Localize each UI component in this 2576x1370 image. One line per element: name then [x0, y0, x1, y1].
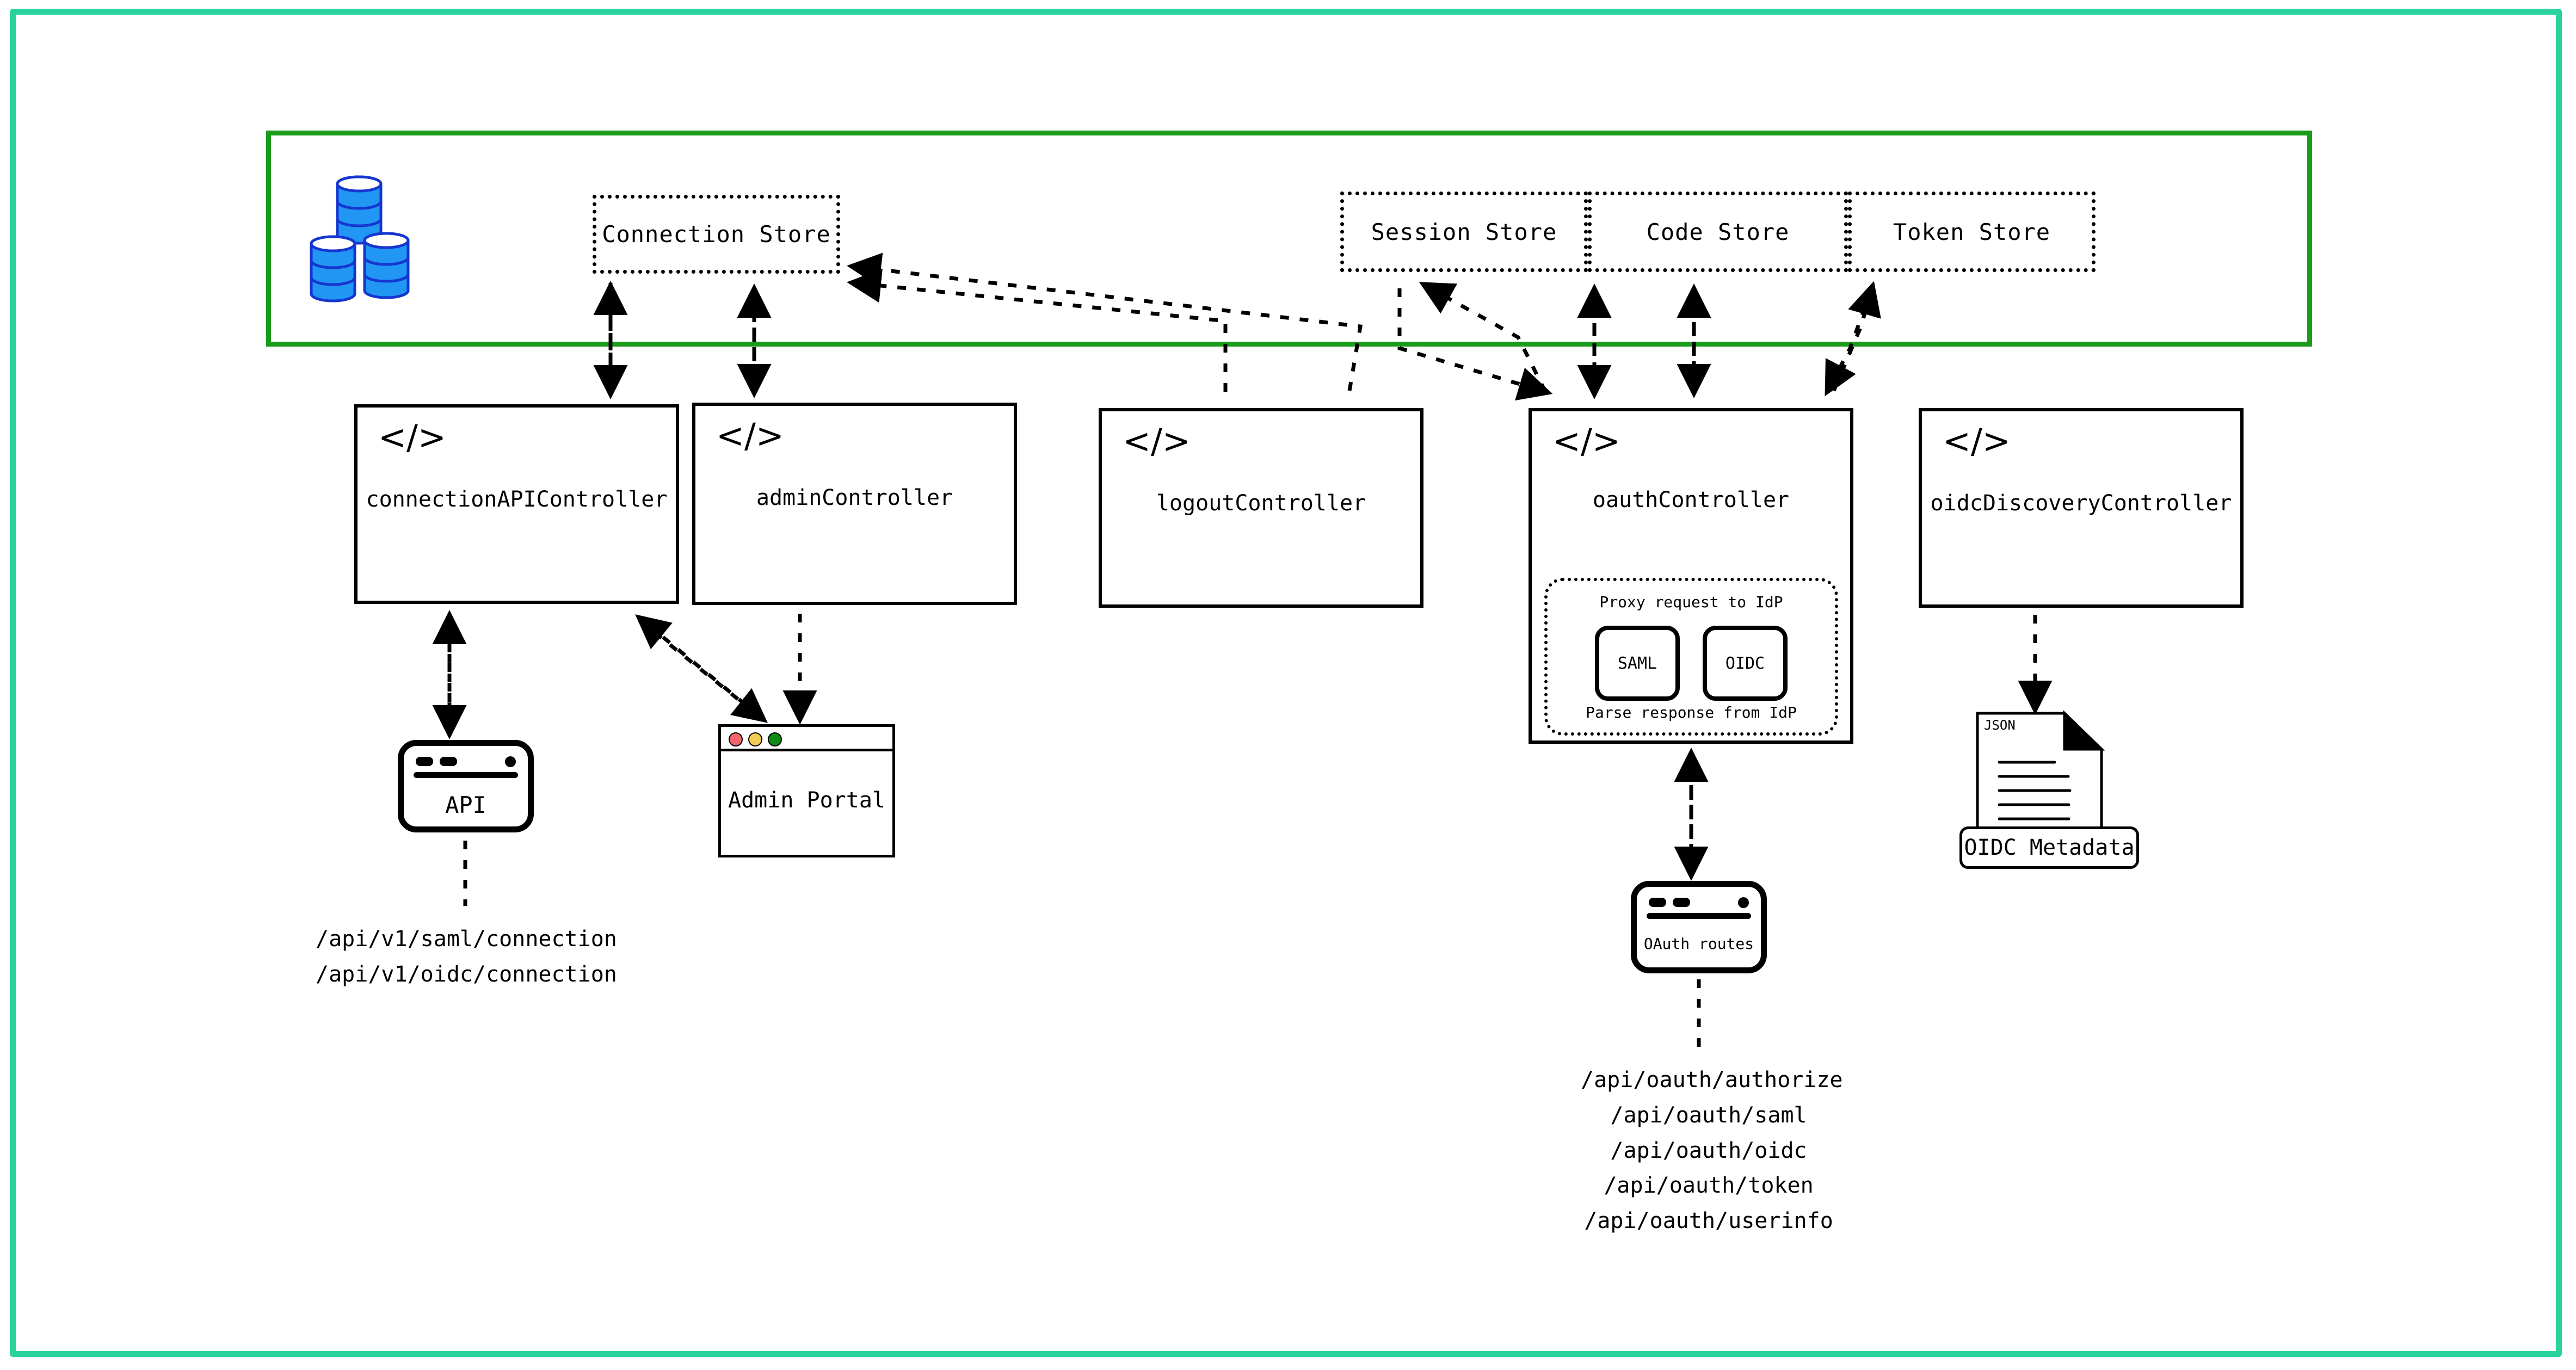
store-token[interactable]: Token Store — [1848, 192, 2096, 272]
window-titlebar-rule — [1647, 913, 1751, 919]
controller-admin[interactable]: </> adminController — [692, 403, 1017, 605]
path-item: /api/oauth/authorize — [1581, 1067, 1843, 1093]
controller-oidc-discovery-label: oidcDiscoveryController — [1930, 491, 2232, 516]
path-item: /api/oauth/oidc — [1610, 1138, 1807, 1163]
oauth-routes-label: OAuth routes — [1643, 935, 1754, 953]
database-stack-icon — [310, 175, 410, 303]
traffic-light-red-icon — [729, 732, 743, 746]
window-titlebar — [721, 727, 892, 751]
window-dot-icon — [1649, 898, 1666, 907]
controller-logout[interactable]: </> logoutController — [1099, 408, 1423, 608]
store-token-label: Token Store — [1893, 218, 2051, 245]
controller-admin-label: adminController — [756, 485, 953, 510]
api-node[interactable]: API — [398, 740, 534, 832]
connection-api-paths: /api/v1/saml/connection /api/v1/oidc/con… — [316, 922, 617, 992]
admin-portal-label: Admin Portal — [728, 788, 885, 813]
code-icon: </> — [1123, 421, 1191, 461]
traffic-light-green-icon — [768, 732, 782, 746]
window-dot-icon — [416, 757, 433, 766]
protocol-oidc-button[interactable]: OIDC — [1703, 626, 1788, 701]
path-item: /api/v1/saml/connection — [316, 927, 617, 952]
api-node-label: API — [445, 792, 486, 818]
window-dot-icon — [440, 757, 457, 766]
controller-connection-api[interactable]: </> connectionAPIController — [354, 404, 679, 604]
store-code-label: Code Store — [1646, 218, 1790, 245]
path-item: /api/oauth/saml — [1610, 1102, 1807, 1128]
window-dot-icon — [1738, 897, 1749, 908]
path-item: /api/oauth/userinfo — [1584, 1208, 1833, 1234]
store-connection[interactable]: Connection Store — [593, 195, 840, 274]
oauth-proxy-block: Proxy request to IdP SAML OIDC Parse res… — [1544, 578, 1838, 736]
oidc-metadata-label: OIDC Metadata — [1964, 835, 2135, 860]
oidc-metadata-node[interactable]: OIDC Metadata — [1959, 826, 2139, 869]
proxy-request-label: Proxy request to IdP — [1599, 593, 1783, 611]
parse-response-label: Parse response from IdP — [1586, 703, 1797, 721]
window-dot-icon — [1673, 898, 1690, 907]
outer-frame — [10, 9, 2562, 1357]
admin-portal-node[interactable]: Admin Portal — [718, 724, 895, 857]
code-icon: </> — [716, 416, 784, 455]
path-item: /api/v1/oidc/connection — [316, 961, 617, 987]
json-document-icon — [1976, 710, 2105, 855]
code-icon: </> — [1552, 421, 1620, 461]
controller-oidc-discovery[interactable]: </> oidcDiscoveryController — [1919, 408, 2244, 608]
protocol-saml-button[interactable]: SAML — [1595, 626, 1680, 701]
traffic-light-yellow-icon — [748, 732, 762, 746]
controller-connection-api-label: connectionAPIController — [366, 487, 668, 512]
oauth-routes-node[interactable]: OAuth routes — [1631, 881, 1767, 973]
window-dot-icon — [505, 756, 516, 767]
window-titlebar-rule — [414, 772, 518, 778]
code-icon: </> — [1943, 421, 2011, 461]
controller-oauth-label: oauthController — [1592, 487, 1790, 513]
store-session[interactable]: Session Store — [1340, 192, 1588, 272]
store-connection-label: Connection Store — [602, 221, 831, 248]
store-session-label: Session Store — [1371, 218, 1557, 245]
code-icon: </> — [378, 417, 446, 457]
controller-logout-label: logoutController — [1156, 491, 1366, 516]
oauth-routes-paths: /api/oauth/authorize /api/oauth/saml /ap… — [1581, 1063, 1843, 1239]
store-code[interactable]: Code Store — [1588, 192, 1848, 272]
path-item: /api/oauth/token — [1604, 1173, 1814, 1199]
